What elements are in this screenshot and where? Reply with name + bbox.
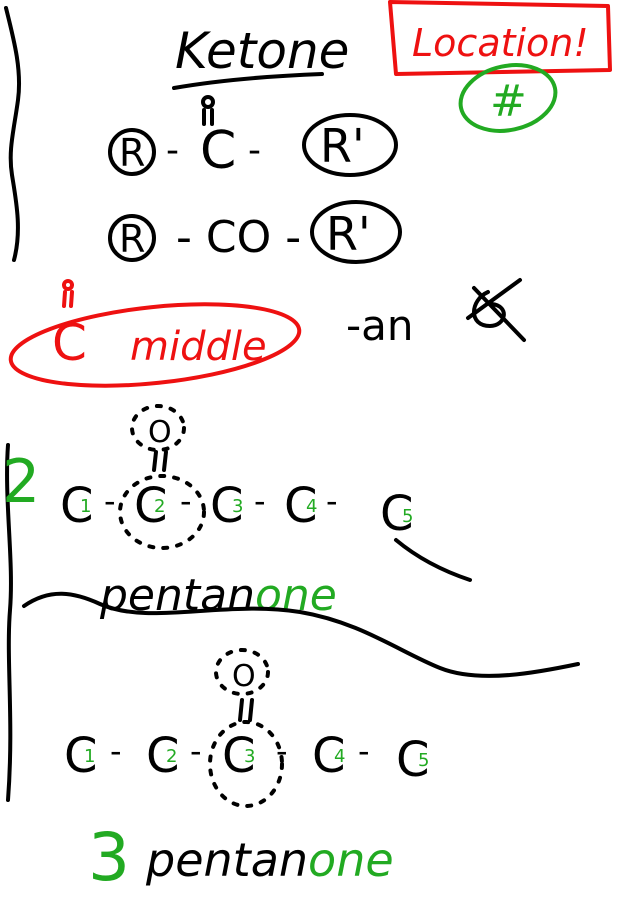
example2-bond-4: - xyxy=(358,732,370,770)
r-prime-label-1: R' xyxy=(320,119,365,173)
example2-c5: C xyxy=(396,732,430,788)
example1-chain: C 1 - C 2 - C 3 - C 4 - C 5 xyxy=(60,478,414,542)
suffix-an: -an xyxy=(346,301,414,350)
wavy-divider xyxy=(22,591,580,678)
example1-c2: C xyxy=(134,478,168,534)
r-prime-circle-2 xyxy=(310,200,402,264)
example1-bond-4: - xyxy=(326,482,338,520)
r-group-circle-1 xyxy=(108,128,156,176)
r-prime-label-2: R' xyxy=(326,207,371,261)
carbonyl-double-bond xyxy=(202,108,214,126)
hash-symbol: # xyxy=(490,76,527,127)
example1-double-bond xyxy=(152,450,168,472)
example2-c3: C xyxy=(222,728,256,784)
hash-oval xyxy=(458,63,558,133)
example2-bond-2: - xyxy=(190,732,202,770)
example2-name: pentanone xyxy=(145,833,394,887)
r-group-circle-2 xyxy=(108,214,156,262)
title-underline xyxy=(172,72,324,90)
example2-double-bond xyxy=(238,698,254,722)
left-brace-lower xyxy=(5,443,13,802)
formula-dash-1: - xyxy=(166,130,179,171)
example2-locant: 3 xyxy=(88,819,130,896)
example2-name-suffix: one xyxy=(308,833,394,887)
location-label: Location! xyxy=(412,21,589,65)
example1-c2-number: 2 xyxy=(154,496,165,517)
example2-oxygen-dashes xyxy=(214,648,270,696)
example1-locant: 2 xyxy=(2,447,40,517)
middle-carbonyl-mark xyxy=(62,290,74,308)
r-prime-circle-1 xyxy=(302,113,398,177)
example2-c3-number: 3 xyxy=(244,746,255,767)
example2-c1: C xyxy=(64,728,98,784)
example1-oxygen-dashes xyxy=(130,404,186,452)
example1-bond-1: - xyxy=(104,482,116,520)
r-group-label-2: R xyxy=(119,217,145,261)
example1-bond-3: - xyxy=(254,482,266,520)
middle-oval xyxy=(8,302,302,388)
example2-oxygen: O xyxy=(232,659,256,694)
example1-c1: C xyxy=(60,478,94,534)
example2-name-stem: pentan xyxy=(145,833,308,887)
example1-c5-number: 5 xyxy=(402,506,413,527)
example2-c2: C xyxy=(146,728,180,784)
page-title: Ketone xyxy=(175,22,349,80)
example2-c4-number: 4 xyxy=(334,746,345,767)
location-box xyxy=(388,0,612,76)
middle-word: middle xyxy=(130,324,267,370)
example2-bond-1: - xyxy=(110,732,122,770)
carbonyl-oxygen-mark xyxy=(201,95,215,109)
example2-c2-number: 2 xyxy=(166,746,177,767)
example1-c1-number: 1 xyxy=(80,496,91,517)
example1-c4: C xyxy=(284,478,318,534)
example2-c1-number: 1 xyxy=(84,746,95,767)
example2-chain: C 1 - C 2 - C 3 - C 4 - C 5 xyxy=(64,728,430,788)
middle-oxygen-dot xyxy=(62,279,74,291)
example1-c3-number: 3 xyxy=(232,496,243,517)
condensed-middle: - CO - xyxy=(176,212,301,263)
formula-dash-2: - xyxy=(248,130,261,171)
example1-c2-dashes xyxy=(118,474,206,550)
example1-c5: C xyxy=(380,486,414,542)
example1-oxygen: O xyxy=(148,415,172,450)
example2-bond-3: - xyxy=(276,732,288,770)
carbonyl-carbon: C xyxy=(200,121,236,181)
example2-c4: C xyxy=(312,728,346,784)
crossed-e-mark xyxy=(466,278,526,342)
example1-c5-tail xyxy=(394,538,472,582)
middle-carbon: C xyxy=(52,314,87,372)
example2-c5-number: 5 xyxy=(418,750,429,771)
example2-c3-dashes xyxy=(208,720,284,808)
example1-c3: C xyxy=(210,478,244,534)
left-brace-upper xyxy=(4,6,22,262)
example1-bond-2: - xyxy=(180,482,192,520)
example1-c4-number: 4 xyxy=(306,496,317,517)
r-group-label-1: R xyxy=(119,131,145,175)
